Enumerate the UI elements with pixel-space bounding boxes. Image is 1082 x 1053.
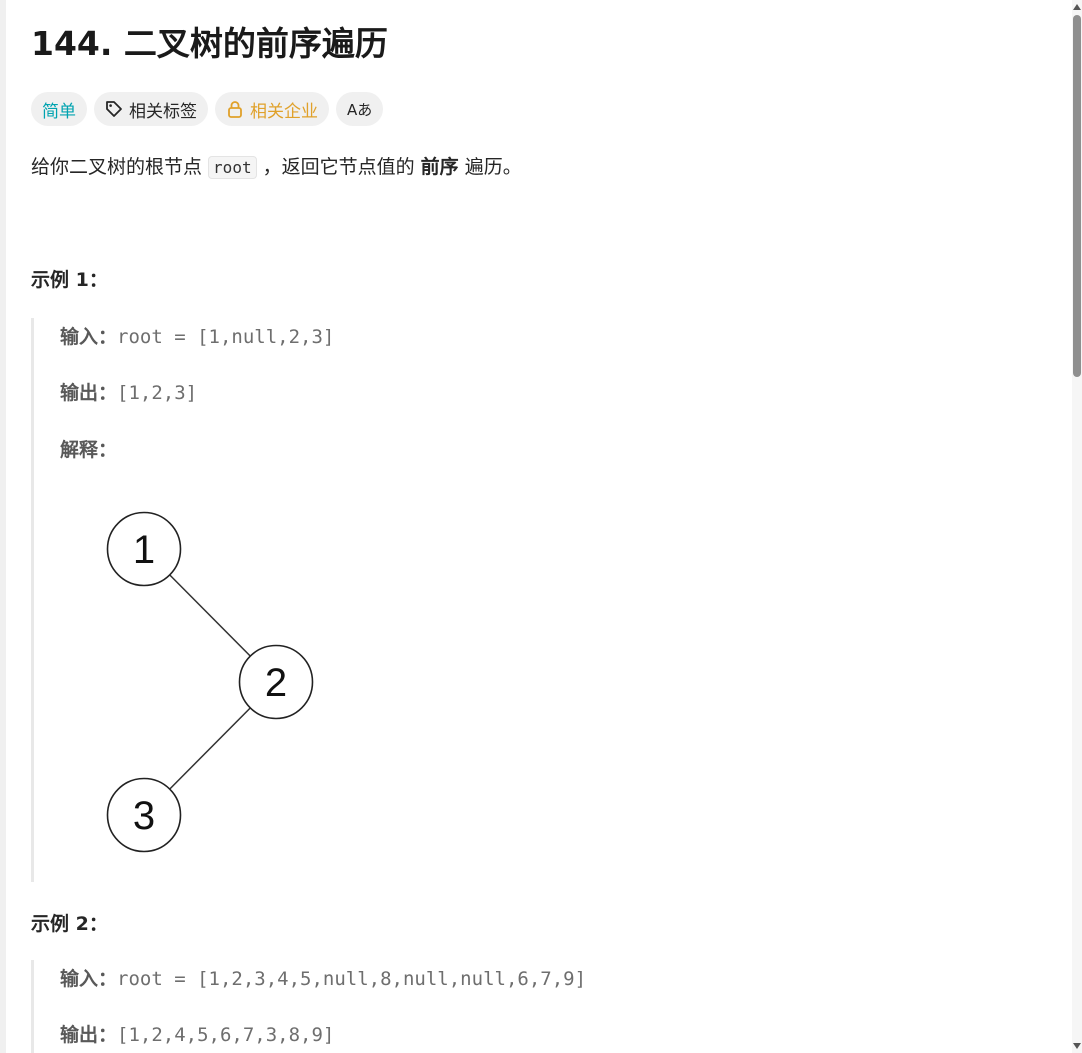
problem-description: 给你二叉树的根节点 root ，返回它节点值的 前序 遍历。 [31, 151, 522, 184]
input-value: root = [1,null,2,3] [117, 326, 335, 348]
related-companies-button[interactable]: 相关企业 [215, 92, 329, 126]
tag-bar: 简单 相关标签 相关企业 [31, 92, 384, 126]
code-root: root [208, 156, 257, 179]
example-1-block: 输入：root = [1,null,2,3] 输出：[1,2,3] 解释： [31, 318, 334, 882]
binary-tree-diagram: 1 2 3 [106, 511, 314, 853]
example-1-input: 输入：root = [1,null,2,3] [60, 322, 334, 349]
output-value: [1,2,3] [117, 382, 198, 404]
difficulty-label: 简单 [42, 101, 76, 122]
input-value-2: root = [1,2,3,4,5,null,8,null,null,6,7,9… [117, 968, 587, 990]
tree-node-2-label: 2 [265, 661, 287, 705]
tree-node-3: 3 [106, 777, 182, 853]
scrollbar-thumb[interactable] [1073, 15, 1081, 377]
difficulty-badge: 简单 [31, 92, 87, 126]
scroll-down-arrow-icon[interactable] [1073, 1043, 1081, 1049]
tree-node-1: 1 [106, 511, 182, 587]
tree-node-1-label: 1 [133, 528, 155, 572]
left-edge [0, 0, 6, 1053]
description-bold: 前序 [420, 156, 459, 178]
example-2-block: 输入：root = [1,2,3,4,5,null,8,null,null,6,… [31, 960, 586, 1053]
output-label: 输出： [60, 382, 118, 404]
example-2-output: 输出：[1,2,4,5,6,7,3,8,9] [60, 1020, 334, 1047]
tag-icon [105, 100, 123, 118]
related-topics-label: 相关标签 [129, 101, 197, 122]
scroll-up-arrow-icon[interactable] [1073, 4, 1081, 10]
description-text-3: 遍历。 [458, 156, 522, 178]
output-value-2: [1,2,4,5,6,7,3,8,9] [117, 1024, 335, 1046]
tree-node-2: 2 [238, 644, 314, 720]
input-label: 输入： [60, 326, 118, 348]
input-label-2: 输入： [60, 968, 118, 990]
example-2-title: 示例 2： [31, 913, 108, 935]
example-2-input: 输入：root = [1,2,3,4,5,null,8,null,null,6,… [60, 964, 586, 991]
explain-label: 解释： [60, 439, 118, 461]
related-companies-label: 相关企业 [250, 101, 318, 122]
lock-icon [226, 100, 244, 118]
related-topics-button[interactable]: 相关标签 [94, 92, 208, 126]
description-text-1: 给你二叉树的根节点 [31, 156, 209, 178]
vertical-scrollbar[interactable] [1072, 0, 1082, 1053]
example-1-output: 输出：[1,2,3] [60, 378, 197, 405]
problem-title[interactable]: 144. 二叉树的前序遍历 [31, 24, 388, 63]
translate-button[interactable]: Aあ [336, 92, 384, 126]
example-1-explain: 解释： [60, 435, 117, 462]
example-1-title: 示例 1： [31, 269, 108, 291]
translate-icon: Aあ [347, 100, 373, 119]
tree-node-3-label: 3 [133, 794, 155, 838]
description-text-2: ，返回它节点值的 [256, 156, 421, 178]
output-label-2: 输出： [60, 1024, 118, 1046]
